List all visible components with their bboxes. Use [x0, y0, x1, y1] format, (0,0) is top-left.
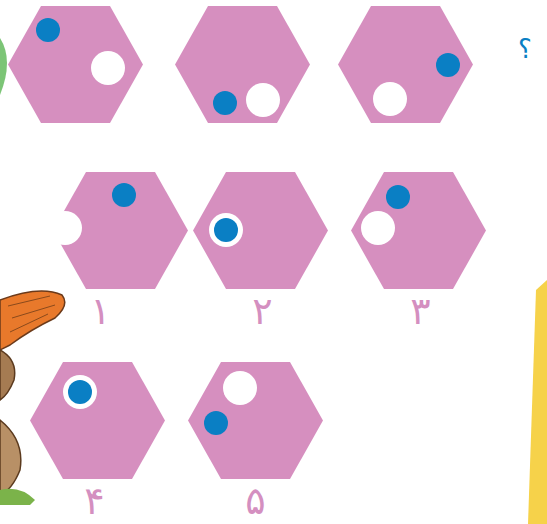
answer-option: ۳ — [351, 172, 486, 333]
hexagon-shape — [30, 362, 165, 479]
yellow-decoration — [528, 280, 547, 524]
blue-dot — [386, 185, 410, 209]
option-number: ۱ — [33, 289, 168, 333]
answer-option: ۴ — [30, 362, 165, 523]
white-dot — [361, 211, 395, 245]
white-dot — [53, 211, 82, 245]
answer-option: ۵ — [188, 362, 323, 523]
question-mark: ؟ — [518, 34, 532, 64]
blue-dot — [204, 411, 228, 435]
sequence-hexagon — [338, 6, 473, 123]
white-dot — [209, 213, 243, 247]
option-number: ۴ — [27, 479, 162, 523]
option-hexagon — [30, 362, 165, 479]
option-hexagon — [193, 172, 328, 289]
blue-dot — [112, 183, 136, 207]
sequence-hexagon — [8, 6, 143, 123]
option-number: ۲ — [195, 289, 330, 333]
white-dot — [223, 371, 257, 405]
hexagon-shape — [188, 362, 323, 479]
blue-dot — [68, 380, 92, 404]
option-hexagon — [53, 172, 188, 289]
hexagon-shape — [193, 172, 328, 289]
option-hexagon — [351, 172, 486, 289]
hexagon-shape — [351, 172, 486, 289]
green-decoration — [0, 38, 7, 95]
white-dot — [63, 375, 97, 409]
answer-option: ۲ — [193, 172, 328, 333]
blue-dot — [214, 218, 238, 242]
sequence-hexagon — [175, 6, 310, 123]
option-hexagon — [188, 362, 323, 479]
option-number: ۳ — [353, 289, 488, 333]
answer-option: ۱ — [53, 172, 188, 333]
option-number: ۵ — [188, 479, 323, 523]
